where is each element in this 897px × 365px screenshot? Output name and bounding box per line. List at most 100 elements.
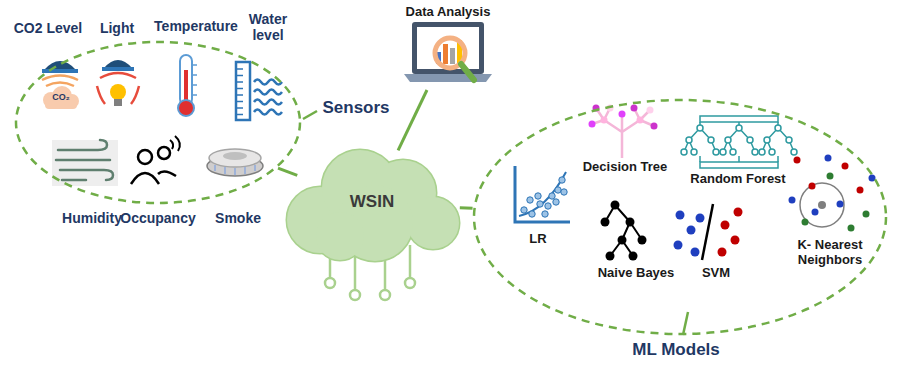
sensor-item: Temperature xyxy=(150,15,242,112)
svm-icon xyxy=(674,241,683,250)
svm-icon xyxy=(702,204,713,260)
svm-icon xyxy=(734,208,743,217)
leader-line xyxy=(683,312,688,335)
naive-bayes-icon xyxy=(601,201,647,261)
data-analysis-icon xyxy=(461,64,474,80)
occupancy-icon xyxy=(131,173,159,184)
analysis-item: Data Analysis xyxy=(398,2,498,90)
co2-sensor-icon xyxy=(42,69,78,73)
random-forest-icon xyxy=(752,149,758,155)
thermometer-icon xyxy=(192,94,197,96)
smoke-detector-icon xyxy=(214,165,216,171)
humidity-icon xyxy=(62,179,86,182)
random-forest-icon xyxy=(759,122,797,162)
knn-icon xyxy=(802,219,809,226)
smoke-detector-icon xyxy=(207,149,263,176)
knn-icon xyxy=(800,183,844,227)
node-label: Water level xyxy=(242,11,294,43)
regression-icon xyxy=(537,201,543,207)
naive-bayes-icon xyxy=(605,205,642,256)
sensor-item: Water level xyxy=(236,8,297,122)
water-level-icon xyxy=(236,75,243,77)
knn-icon xyxy=(857,187,864,194)
cloud-outline xyxy=(407,197,459,249)
humidity-icon xyxy=(52,140,118,186)
thermometer-icon xyxy=(192,84,197,86)
node-label: ML Models xyxy=(632,340,720,360)
smoke-detector-icon xyxy=(244,167,246,174)
model-item: Random Forest xyxy=(686,112,790,190)
group-outline xyxy=(472,98,888,336)
water-level-icon xyxy=(236,94,243,96)
svm-icon xyxy=(674,211,705,257)
naive-bayes-icon xyxy=(618,236,627,245)
random-forest-icon xyxy=(736,125,742,131)
light-sensor-icon xyxy=(114,99,122,106)
model-item: K- Nearest Neighbors xyxy=(786,150,876,274)
co2-sensor-icon xyxy=(42,76,78,81)
node-label: WSIN xyxy=(350,192,394,212)
sensor-item: Smoke xyxy=(205,146,269,229)
node-label: Naive Bayes xyxy=(598,266,675,281)
regression-icon xyxy=(529,211,535,217)
regression-icon xyxy=(535,193,541,199)
decision-tree-nodes xyxy=(651,123,658,130)
random-forest-icon xyxy=(686,137,692,143)
regression-icon xyxy=(559,177,565,183)
connector-line xyxy=(460,206,473,210)
knn-icon xyxy=(789,155,876,232)
light-sensor-icon xyxy=(131,86,139,104)
decision-tree-nodes xyxy=(619,111,626,118)
occupancy-icon xyxy=(170,140,173,149)
data-analysis-icon xyxy=(404,74,492,82)
water-level-icon xyxy=(236,101,243,103)
regression-icon xyxy=(527,197,533,203)
random-forest-icon xyxy=(681,149,687,155)
cloud-fill xyxy=(316,212,364,260)
icon-label: CO₂ xyxy=(52,92,70,102)
random-forest-icon xyxy=(764,137,770,143)
regression-icon xyxy=(542,211,548,217)
random-forest-icon xyxy=(681,116,797,168)
circuit-lines xyxy=(409,245,412,278)
random-forest-icon xyxy=(700,162,778,168)
smoke-detector-icon xyxy=(254,165,256,171)
co2-sensor-icon xyxy=(44,61,76,70)
water-level-icon xyxy=(236,114,243,116)
model-item: Naive Bayes xyxy=(592,198,678,284)
dashed-ellipse xyxy=(474,100,886,334)
circuit-lines xyxy=(325,278,335,288)
water-level-icon xyxy=(236,88,243,90)
random-forest-icon xyxy=(791,149,797,155)
random-forest-icon xyxy=(697,125,703,131)
sensor-item: CO2 Level xyxy=(8,17,90,112)
occupancy-icon xyxy=(158,147,170,159)
smoke-detector-icon xyxy=(209,149,261,167)
thermometer-icon xyxy=(192,64,197,66)
random-forest-icon xyxy=(699,156,701,162)
decision-tree-nodes xyxy=(647,107,654,114)
leader-line xyxy=(303,111,688,335)
regression-icon xyxy=(515,166,570,222)
co2-sensor-icon xyxy=(42,61,79,109)
light-sensor-icon xyxy=(97,60,139,106)
regression-icon xyxy=(519,172,566,216)
naive-bayes-icon xyxy=(606,252,615,261)
knn-icon xyxy=(827,173,834,180)
cloud-fill xyxy=(407,197,459,249)
naive-bayes-icon xyxy=(601,218,610,227)
humidity-icon xyxy=(56,140,113,180)
water-level-icon xyxy=(236,62,250,120)
decision-tree-icon xyxy=(592,108,654,158)
circuit-lines xyxy=(380,290,390,300)
humidity-icon xyxy=(56,159,110,162)
connector-line xyxy=(398,90,427,150)
sensor-item: Occupancy xyxy=(117,134,198,229)
thermometer-icon xyxy=(184,70,188,104)
cloud-outline xyxy=(316,212,364,260)
knn-icon xyxy=(794,157,801,164)
node-label: Temperature xyxy=(154,18,238,34)
data-analysis-icon xyxy=(404,22,492,82)
